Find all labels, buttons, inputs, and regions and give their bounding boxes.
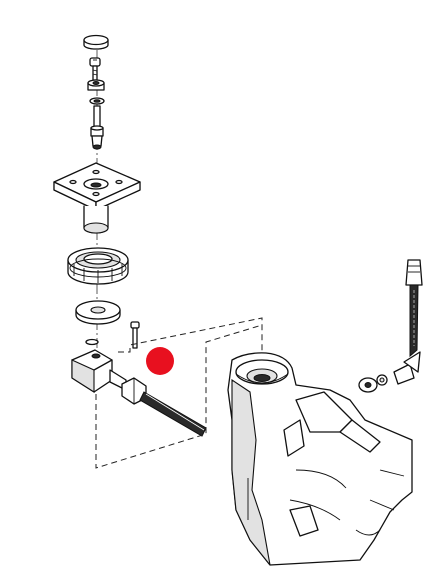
housing-body-part [227,352,413,566]
nut-part [87,79,105,91]
screw-part [89,57,101,81]
assembly-guide-lines [95,317,263,469]
seal-washer-part [75,300,121,325]
small-washer-part [89,97,105,105]
red-dot-marker [146,347,174,375]
flange-mount-part [53,162,141,234]
sensor-part [71,349,127,394]
o-ring-part [85,338,99,346]
bearing-part [67,247,129,285]
hose-fitting-part [358,259,423,393]
cap-plug-part [83,34,109,50]
shaft-part [90,105,104,150]
connector-cable-part [121,377,207,437]
small-bolt-part [130,321,140,349]
